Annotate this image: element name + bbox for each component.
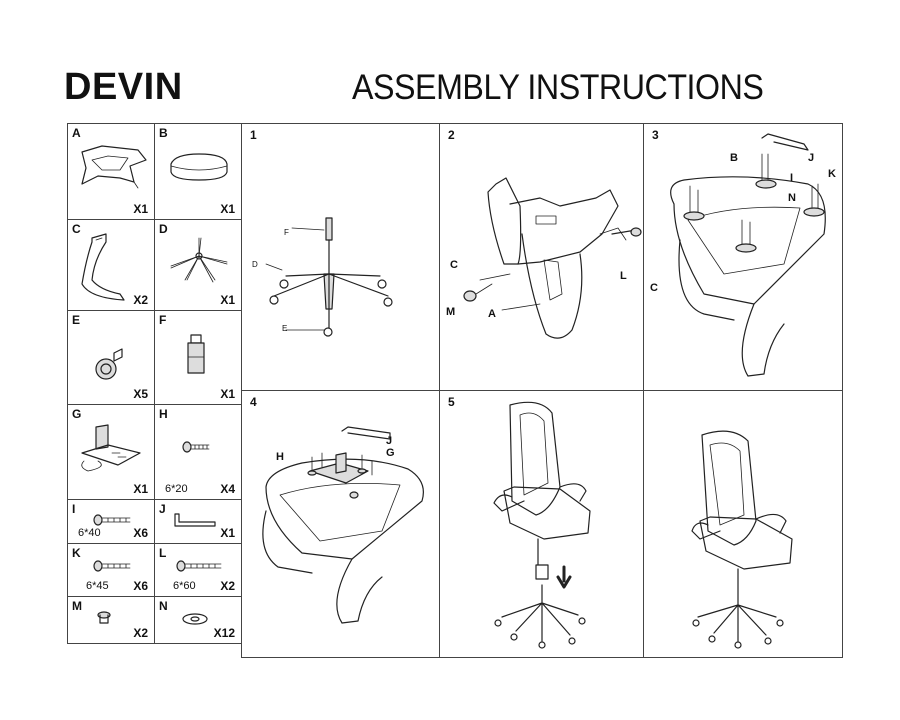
- part-l-illustration: [176, 560, 222, 572]
- callout-label: G: [386, 447, 395, 459]
- part-quantity: X1: [133, 482, 148, 496]
- part-letter: F: [159, 313, 167, 327]
- part-e-illustration: [95, 348, 123, 380]
- part-e: E X5: [67, 310, 155, 405]
- callout-label: N: [788, 192, 796, 204]
- part-h-illustration: [182, 441, 210, 453]
- part-h: H 6*20 X4: [154, 404, 242, 500]
- part-n-illustration: [182, 613, 208, 625]
- step-number: 1: [250, 128, 257, 142]
- callout-label: D: [252, 260, 258, 269]
- callout-label: C: [650, 282, 658, 294]
- step-number: 2: [448, 128, 455, 142]
- part-quantity: X6: [133, 526, 148, 540]
- part-b: B X1: [154, 123, 242, 220]
- part-size: 6*60: [173, 580, 196, 592]
- part-letter: I: [72, 502, 76, 516]
- callout-label: H: [276, 451, 284, 463]
- part-k: K 6*45 X6: [67, 543, 155, 597]
- part-size: 6*45: [86, 580, 109, 592]
- step-3-illustration: [670, 133, 826, 377]
- part-quantity: X6: [133, 579, 148, 593]
- part-letter: M: [72, 599, 82, 613]
- part-n: N X12: [154, 596, 242, 644]
- part-j-illustration: [174, 513, 216, 527]
- step-1-panel: 1 F D E: [241, 123, 440, 391]
- part-size: 6*40: [78, 527, 101, 539]
- brand-name: DEVIN: [64, 66, 183, 108]
- part-letter: B: [159, 126, 168, 140]
- part-quantity: X12: [213, 626, 235, 640]
- callout-label: J: [808, 152, 815, 164]
- part-a-illustration: [81, 145, 147, 189]
- part-letter: L: [159, 546, 167, 560]
- part-letter: H: [159, 407, 168, 421]
- part-i-illustration: [93, 514, 131, 526]
- step-4-panel: 4 J H G: [241, 390, 440, 658]
- part-c-illustration: [81, 233, 125, 301]
- step-5-panel: 5: [439, 390, 644, 658]
- document-title: ASSEMBLY INSTRUCTIONS: [352, 68, 764, 107]
- part-b-illustration: [170, 153, 228, 181]
- part-d-illustration: [170, 237, 228, 283]
- part-m: M X2: [67, 596, 155, 644]
- part-quantity: X2: [133, 626, 148, 640]
- step-number: 5: [448, 395, 455, 409]
- step-5-illustration: [493, 401, 591, 649]
- part-letter: K: [72, 546, 81, 560]
- part-quantity: X4: [220, 482, 235, 496]
- callout-label: F: [284, 228, 289, 237]
- part-quantity: X2: [133, 293, 148, 307]
- part-i: I 6*40 X6: [67, 499, 155, 544]
- step-number: 3: [652, 128, 659, 142]
- callout-label: B: [730, 152, 738, 164]
- part-quantity: X1: [220, 293, 235, 307]
- part-j: J X1: [154, 499, 242, 544]
- part-letter: G: [72, 407, 82, 421]
- part-quantity: X5: [133, 387, 148, 401]
- part-letter: C: [72, 222, 81, 236]
- part-l: L 6*60 X2: [154, 543, 242, 597]
- part-letter: N: [159, 599, 168, 613]
- part-c: C X2: [67, 219, 155, 311]
- part-d: D X1: [154, 219, 242, 311]
- assembled-chair-illustration: [691, 430, 793, 649]
- step-4-illustration: [262, 426, 424, 624]
- part-g-illustration: [81, 424, 141, 472]
- part-letter: E: [72, 313, 81, 327]
- part-size: 6*20: [165, 483, 188, 495]
- step-3-panel: 3 B J I N K C: [643, 123, 843, 391]
- step-number: 4: [250, 395, 257, 409]
- part-quantity: X2: [220, 579, 235, 593]
- part-quantity: X1: [220, 526, 235, 540]
- part-a: A X1: [67, 123, 155, 220]
- callout-label: A: [488, 308, 496, 320]
- step-2-illustration: [463, 177, 642, 339]
- callout-label: C: [450, 259, 458, 271]
- step-2-panel: 2 C L M A: [439, 123, 644, 391]
- part-quantity: X1: [220, 387, 235, 401]
- callout-label: I: [790, 172, 794, 184]
- callout-label: K: [828, 168, 836, 180]
- part-m-illustration: [97, 611, 111, 624]
- part-g: G X1: [67, 404, 155, 500]
- final-assembly-panel: [643, 390, 843, 658]
- part-quantity: X1: [133, 202, 148, 216]
- callout-label: M: [446, 306, 456, 318]
- part-letter: D: [159, 222, 168, 236]
- part-letter: J: [159, 502, 166, 516]
- callout-label: J: [386, 435, 393, 447]
- part-quantity: X1: [220, 202, 235, 216]
- callout-label: E: [282, 324, 288, 333]
- part-k-illustration: [93, 560, 131, 572]
- callout-label: L: [620, 270, 627, 282]
- step-1-illustration: [265, 217, 393, 337]
- part-f: F X1: [154, 310, 242, 405]
- part-f-illustration: [187, 334, 205, 374]
- part-letter: A: [72, 126, 81, 140]
